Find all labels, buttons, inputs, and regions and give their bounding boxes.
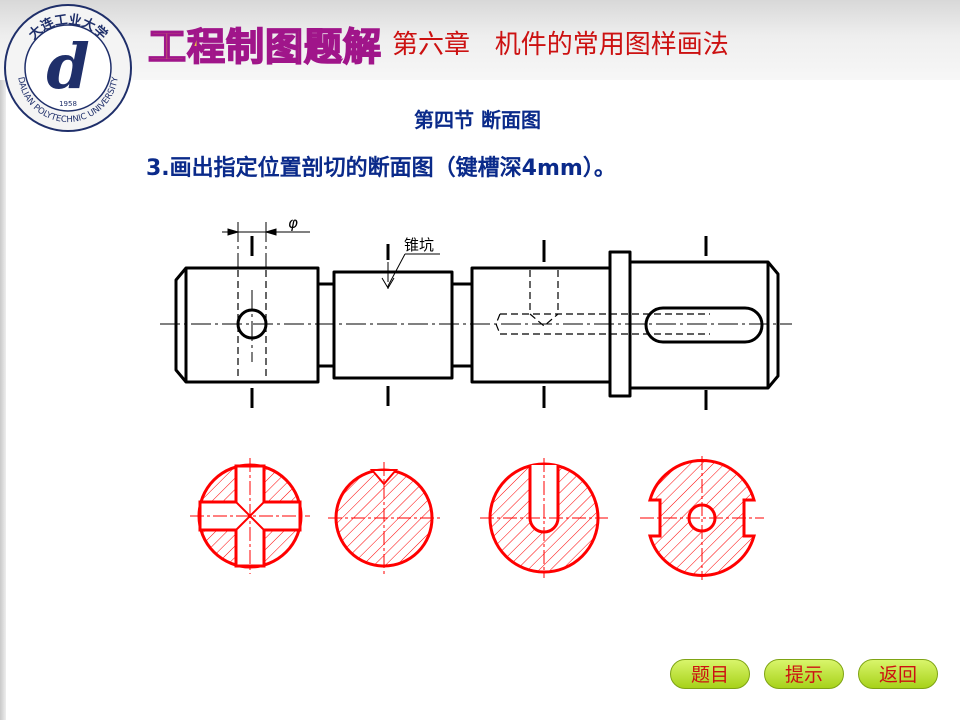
shaft-outline	[174, 250, 780, 398]
header-bar	[0, 0, 960, 80]
left-border	[0, 80, 6, 720]
section-title: 第四节 断面图	[414, 108, 541, 132]
logo-mark: d	[46, 30, 89, 103]
logo-year: 1958	[59, 100, 77, 108]
problem-button[interactable]: 题目	[670, 659, 750, 689]
diameter-symbol: φ	[288, 214, 298, 232]
back-button[interactable]: 返回	[858, 659, 938, 689]
hidden-lines	[237, 270, 710, 380]
cone-pit-marker	[381, 253, 440, 289]
cone-pit-label: 锥坑	[404, 236, 434, 254]
chapter-title: 第六章 机件的常用图样画法	[392, 30, 729, 60]
section-a	[190, 458, 310, 574]
center-lines	[160, 222, 792, 362]
brand-title: 工程制图题解	[147, 24, 383, 70]
hint-button[interactable]: 提示	[764, 659, 844, 689]
section-d	[640, 456, 764, 580]
diameter-dimension	[222, 228, 310, 236]
section-c	[480, 458, 608, 578]
question-text: 3.画出指定位置剖切的断面图（键槽深4mm）。	[146, 156, 616, 181]
cutting-plane-marks	[250, 236, 708, 410]
university-logo: 大连工业大学 DALIAN POLYTECHNIC UNIVERSITY d 1…	[4, 4, 132, 132]
section-b	[328, 462, 440, 574]
